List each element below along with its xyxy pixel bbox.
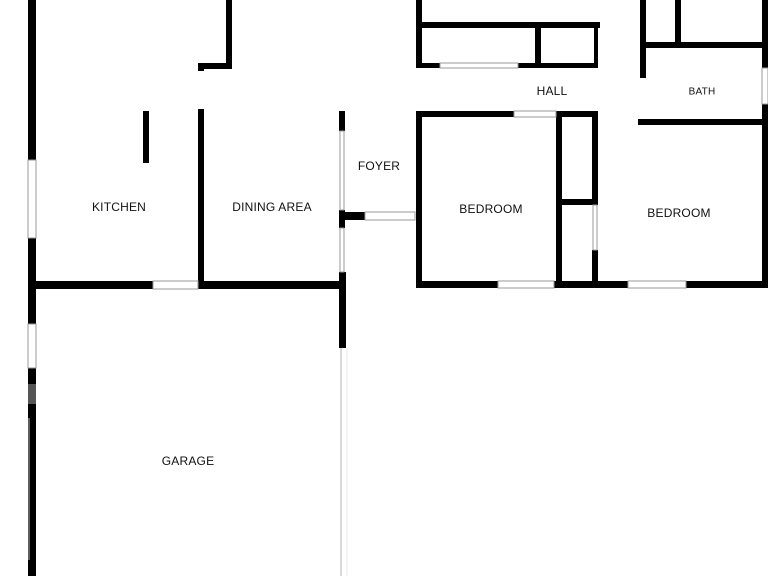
- wall-garage-top-right: [198, 281, 346, 289]
- window-closet-door: [592, 204, 598, 251]
- room-label-kitchen: KITCHEN: [91, 200, 147, 214]
- wall-bedroom2-bottom: [686, 281, 768, 288]
- wall-bedroom1-bottom-left: [416, 281, 498, 288]
- window-foyer-door: [364, 211, 416, 221]
- window-kitchen-left: [27, 159, 37, 239]
- wall-dining-foyer-lower: [339, 272, 346, 348]
- wall-bath-left: [640, 0, 646, 48]
- garage-side-window: [27, 323, 37, 369]
- wall-left-exterior-upper: [28, 0, 36, 160]
- wall-bath-left-lower: [640, 48, 646, 78]
- window-foyer-bottom: [339, 227, 345, 273]
- window-top-closet-door: [439, 62, 519, 69]
- room-label-bath: BATH: [688, 86, 716, 98]
- wall-closet-top: [556, 199, 596, 205]
- garage-door-frame: [28, 384, 36, 404]
- wall-kitchen-counter: [143, 111, 149, 163]
- walls: [28, 0, 768, 576]
- room-label-dining-area: DINING AREA: [232, 200, 312, 214]
- room-label-foyer: FOYER: [357, 159, 401, 173]
- wall-kitchen-top-right: [226, 0, 232, 68]
- wall-hall-bottom-left: [416, 111, 514, 117]
- wall-top-closet-horizontal: [416, 22, 600, 28]
- wall-bedroom1-left-upper: [416, 111, 422, 287]
- wall-bedroom1-bottom-right: [554, 281, 628, 288]
- room-label-bedroom-2: BEDROOM: [647, 206, 711, 220]
- wall-bath-top-divider: [675, 0, 681, 46]
- wall-right-exterior-upper: [762, 0, 768, 68]
- window-kitchen-garage-opening: [152, 280, 199, 290]
- garage-door: [27, 323, 348, 576]
- wall-top-closet-left: [416, 0, 422, 68]
- wall-dining-foyer-upper: [339, 111, 345, 131]
- room-label-bedroom-1: BEDROOM: [459, 202, 523, 216]
- wall-bath-top: [640, 42, 768, 48]
- window-bedroom2: [627, 280, 687, 289]
- wall-right-exterior-lower: [762, 104, 768, 288]
- room-label-hall: HALL: [536, 84, 568, 98]
- wall-garage-top-left: [28, 281, 153, 289]
- windows: [27, 62, 768, 290]
- wall-top-closet-bottom-left: [416, 63, 440, 68]
- wall-kitchen-dining: [198, 109, 204, 285]
- wall-top-closet-right: [594, 22, 598, 68]
- wall-kitchen-stub: [198, 63, 204, 71]
- wall-top-closet-bottom-right: [518, 63, 596, 68]
- window-bath-right: [761, 67, 768, 105]
- window-foyer-top: [339, 130, 345, 211]
- wall-kitchen-top-step: [198, 63, 232, 69]
- wall-foyer-stub: [339, 212, 365, 220]
- window-hall-door: [513, 110, 557, 118]
- wall-left-exterior-lower-b: [28, 404, 36, 576]
- wall-left-exterior-lower-a: [28, 368, 36, 384]
- window-bedroom1: [497, 280, 555, 289]
- wall-bath-bottom: [638, 119, 768, 125]
- wall-top-closet-mid: [535, 22, 541, 68]
- wall-hall-bottom-mid: [556, 111, 598, 117]
- wall-closet-right-lower: [592, 250, 598, 287]
- room-label-garage: GARAGE: [161, 454, 215, 468]
- wall-closet-right-upper: [592, 111, 598, 205]
